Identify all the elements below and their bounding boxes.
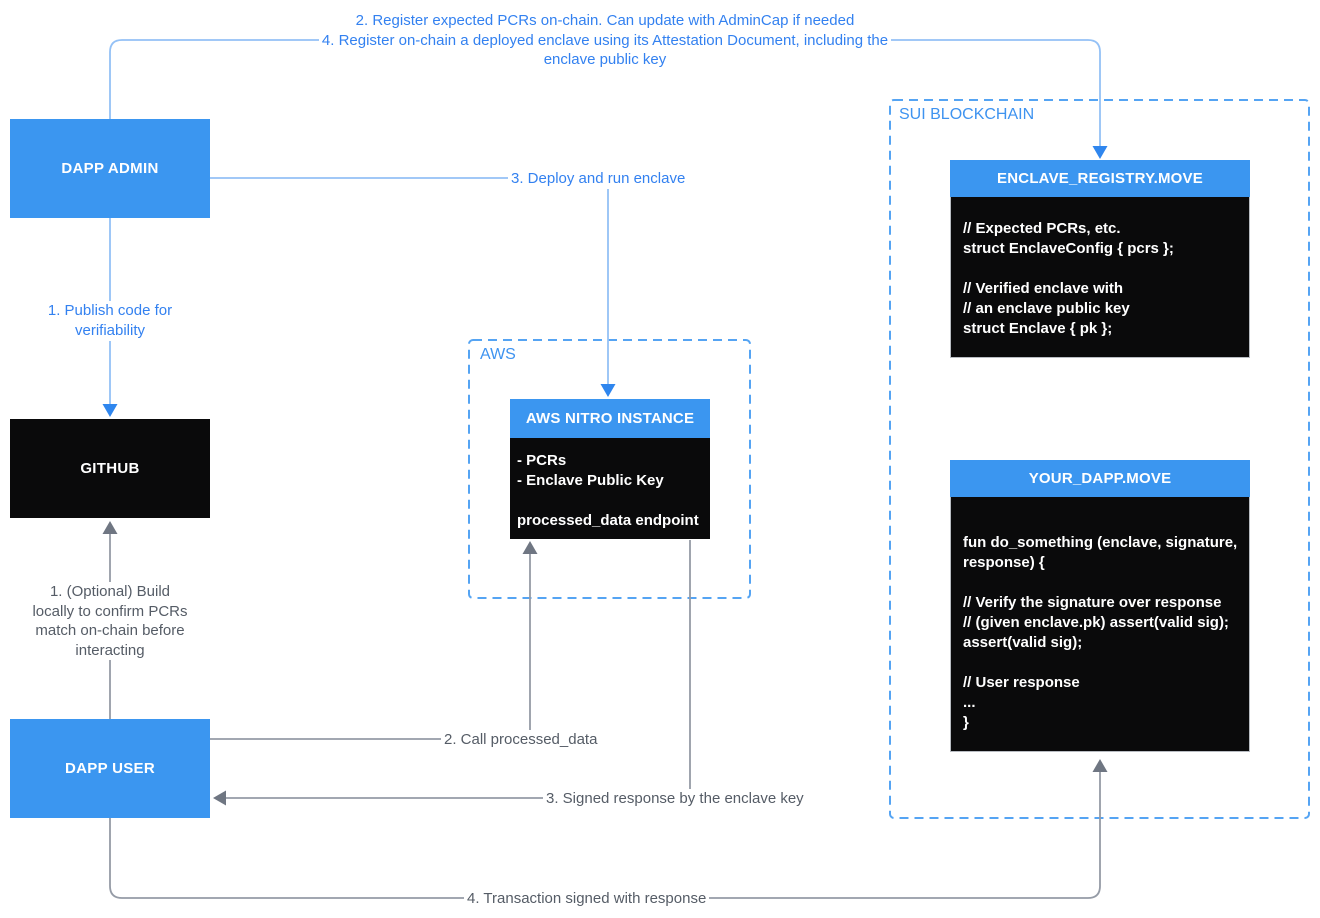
label-deploy-enclave: 3. Deploy and run enclave — [508, 169, 689, 189]
dapp-code-line: // Verify the signature over response — [963, 594, 1222, 611]
aws-nitro-body: - PCRs - Enclave Public Key processed_da… — [510, 438, 710, 539]
aws-nitro-line: - Enclave Public Key — [517, 472, 664, 489]
dapp-user-label: DAPP USER — [65, 760, 155, 777]
node-dapp-user: DAPP USER — [10, 719, 210, 818]
node-github: GITHUB — [10, 419, 210, 518]
arrowhead-register — [1092, 146, 1108, 159]
node-your-dapp: YOUR_DAPP.MOVE fun do_something (enclave… — [950, 460, 1250, 752]
dapp-code-line: ... — [963, 694, 976, 711]
aws-group-label: AWS — [480, 346, 516, 363]
registry-code-line — [963, 259, 1237, 279]
label-publish-code: 1. Publish code for verifiability — [10, 301, 210, 341]
registry-code-line: // Verified enclave with — [963, 280, 1124, 297]
node-enclave-registry: ENCLAVE_REGISTRY.MOVE // Expected PCRs, … — [950, 160, 1250, 358]
dapp-code-line — [963, 573, 1237, 593]
aws-nitro-line: processed_data endpoint — [517, 512, 699, 529]
arrowhead-transaction — [1092, 759, 1108, 772]
arrowhead-call — [522, 541, 538, 554]
arrowhead-deploy — [600, 384, 616, 397]
edge-signed-response — [213, 540, 691, 806]
dapp-code-line: // User response — [963, 674, 1080, 691]
dapp-code-line: } — [963, 714, 969, 731]
dapp-code-line: // (given enclave.pk) assert(valid sig); — [963, 614, 1229, 631]
enclave-registry-body: // Expected PCRs, etc. struct EnclaveCon… — [950, 197, 1250, 358]
registry-code-line: // an enclave public key — [963, 300, 1130, 317]
dapp-admin-label: DAPP ADMIN — [61, 160, 159, 177]
your-dapp-title: YOUR_DAPP.MOVE — [950, 460, 1250, 497]
your-dapp-body: fun do_something (enclave, signature, re… — [950, 497, 1250, 752]
register-note-line2: 4. Register on-chain a deployed enclave … — [318, 30, 892, 50]
edge-transaction — [109, 759, 1108, 899]
arrowhead-signed-response — [213, 790, 226, 806]
arrowhead-publish — [102, 404, 118, 417]
label-call-processed-data: 2. Call processed_data — [441, 730, 601, 750]
dapp-code-line: assert(valid sig); — [963, 634, 1083, 651]
node-dapp-admin: DAPP ADMIN — [10, 119, 210, 218]
label-optional-build: 1. (Optional) Build locally to confirm P… — [0, 582, 220, 660]
github-label: GITHUB — [80, 460, 140, 477]
registry-code-line: struct EnclaveConfig { pcrs }; — [963, 240, 1174, 257]
registry-code-line: struct Enclave { pk }; — [963, 320, 1113, 337]
dapp-code-line: fun do_something (enclave, signature, — [963, 534, 1238, 551]
registry-code-line: // Expected PCRs, etc. — [963, 220, 1121, 237]
register-note-line3: enclave public key — [540, 50, 670, 70]
register-note-line1: 2. Register expected PCRs on-chain. Can … — [352, 11, 858, 31]
label-transaction-signed: 4. Transaction signed with response — [464, 889, 710, 909]
label-signed-response: 3. Signed response by the enclave key — [543, 789, 807, 809]
sui-group-label: SUI BLOCKCHAIN — [899, 106, 1035, 123]
aws-group-border — [468, 339, 751, 599]
dapp-code-line: response) { — [963, 554, 1045, 571]
enclave-registry-title: ENCLAVE_REGISTRY.MOVE — [950, 160, 1250, 197]
aws-nitro-line — [517, 491, 703, 511]
dapp-code-line — [963, 653, 1237, 673]
edge-call-processed-data — [210, 541, 538, 740]
aws-nitro-line: - PCRs — [517, 452, 567, 469]
node-aws-nitro-instance: AWS NITRO INSTANCE - PCRs - Enclave Publ… — [510, 399, 710, 539]
label-register-note: 2. Register expected PCRs on-chain. Can … — [255, 11, 955, 70]
arrowhead-optional-build — [102, 521, 118, 534]
edge-deploy-enclave — [210, 177, 616, 397]
aws-nitro-title: AWS NITRO INSTANCE — [510, 399, 710, 438]
